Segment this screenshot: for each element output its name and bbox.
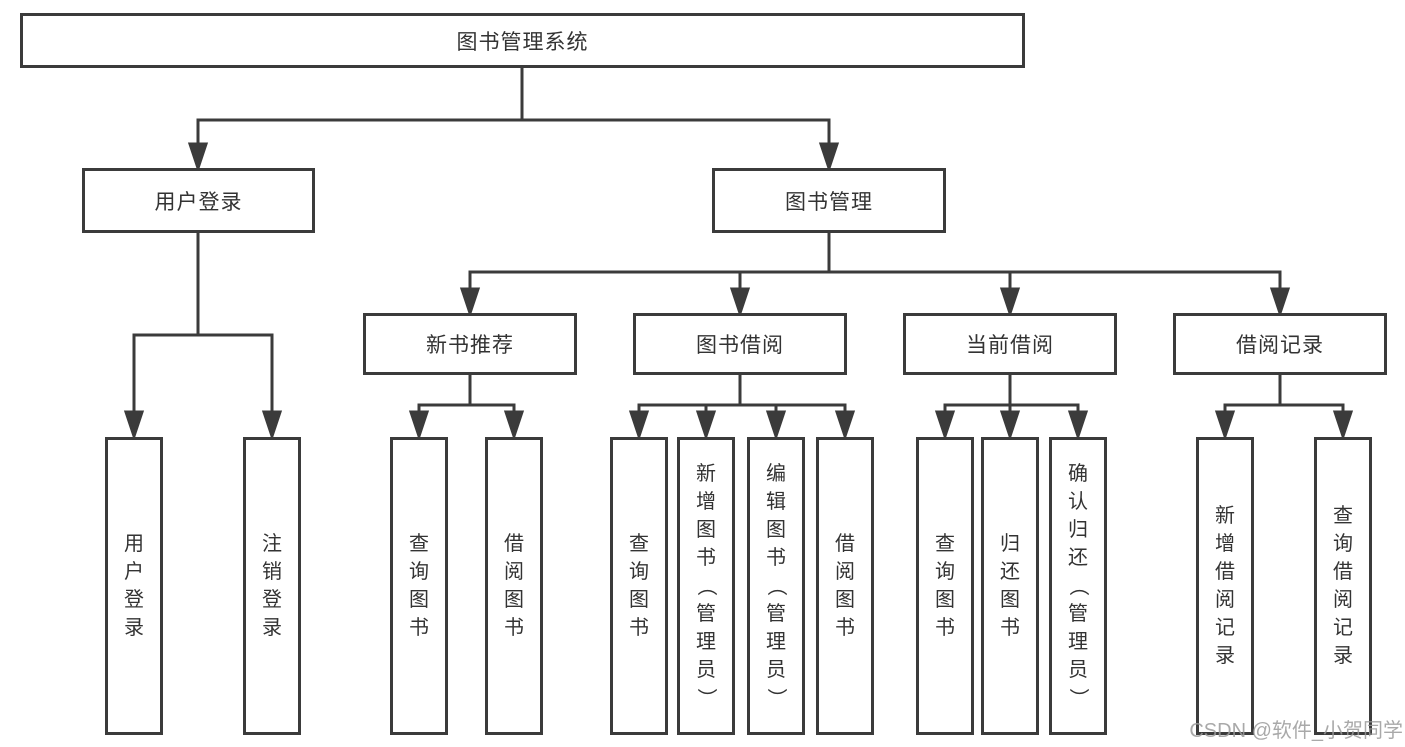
arrowhead-icon [729, 287, 751, 318]
node-leaf-edit-books-admin: 编辑图书（管理员） [747, 437, 805, 735]
arrowhead-icon [1269, 287, 1291, 318]
arrowhead-icon [765, 410, 787, 441]
connector-root-to-level2 [187, 66, 840, 173]
node-label: 用户登录 [154, 190, 243, 214]
node-label: 新书推荐 [426, 334, 514, 357]
node-new-book-recommend: 新书推荐 [363, 313, 577, 375]
arrowhead-icon [1067, 410, 1089, 441]
arrowhead-icon [408, 410, 430, 441]
arrowhead-icon [695, 410, 717, 441]
node-book-borrow: 图书借阅 [633, 313, 847, 375]
arrowhead-icon [1332, 410, 1354, 441]
arrowhead-icon [934, 410, 956, 441]
connector-current-borrow-to-leaves [934, 373, 1089, 441]
node-book-management: 图书管理 [712, 168, 946, 233]
connector-book-borrow-to-leaves [628, 373, 856, 441]
node-leaf-borrow-books-rec: 借阅图书 [485, 437, 543, 735]
connector-new-book-rec-to-leaves [408, 373, 525, 441]
node-leaf-query-books-borrow: 查询图书 [610, 437, 668, 735]
node-current-borrow: 当前借阅 [903, 313, 1117, 375]
node-leaf-borrow-books: 借阅图书 [816, 437, 874, 735]
node-root-system: 图书管理系统 [20, 13, 1025, 68]
node-leaf-query-borrow-record: 查询借阅记录 [1314, 437, 1372, 735]
node-label: 图书借阅 [696, 334, 784, 357]
node-label: 当前借阅 [966, 334, 1054, 357]
node-label: 图书管理系统 [456, 30, 589, 54]
arrowhead-icon [459, 287, 481, 318]
node-leaf-query-books-rec: 查询图书 [390, 437, 448, 735]
arrowhead-icon [123, 410, 145, 441]
node-label: 图书管理 [785, 190, 873, 214]
arrowhead-icon [187, 142, 209, 173]
arrowhead-icon [834, 410, 856, 441]
node-user-login: 用户登录 [82, 168, 315, 233]
node-leaf-query-books-current: 查询图书 [916, 437, 974, 735]
arrowhead-icon [1214, 410, 1236, 441]
node-borrow-records: 借阅记录 [1173, 313, 1387, 375]
node-label: 借阅记录 [1236, 334, 1324, 357]
node-leaf-return-books: 归还图书 [981, 437, 1039, 735]
csdn-watermark: CSDN @软件_小贺同学 [1189, 720, 1403, 742]
arrowhead-icon [999, 410, 1021, 441]
node-leaf-user-login: 用户登录 [105, 437, 163, 735]
connector-book-mgmt-to-level3 [459, 231, 1291, 318]
connector-borrow-records-to-leaves [1214, 373, 1354, 441]
arrowhead-icon [503, 410, 525, 441]
node-leaf-logout: 注销登录 [243, 437, 301, 735]
node-leaf-confirm-return-admin: 确认归还（管理员） [1049, 437, 1107, 735]
arrowhead-icon [999, 287, 1021, 318]
connector-user-login-to-leaves [123, 231, 283, 441]
node-leaf-add-books-admin: 新增图书（管理员） [677, 437, 735, 735]
arrowhead-icon [261, 410, 283, 441]
arrowhead-icon [818, 142, 840, 173]
arrowhead-icon [628, 410, 650, 441]
node-leaf-add-borrow-record: 新增借阅记录 [1196, 437, 1254, 735]
